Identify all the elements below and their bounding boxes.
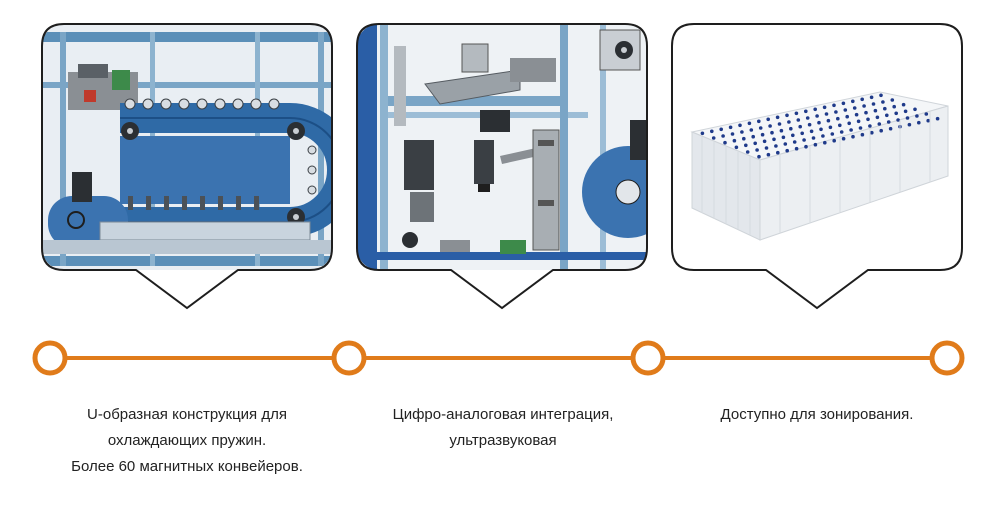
caption-2: Цифро-аналоговая интеграция, ультразвуко… bbox=[348, 402, 658, 454]
timeline-node-2 bbox=[331, 340, 367, 376]
timeline-node-4 bbox=[929, 340, 965, 376]
panel-1 bbox=[41, 23, 333, 310]
spring-dot-grid bbox=[700, 93, 940, 159]
caption-1-line-3: Более 60 магнитных конвейеров. bbox=[71, 458, 303, 475]
caption-3-line-1: Доступно для зонирования. bbox=[720, 406, 914, 423]
caption-2-line-2: ультразвуковая bbox=[449, 432, 557, 449]
speech-bubble-frame-2 bbox=[356, 23, 648, 310]
timeline-node-1 bbox=[32, 340, 68, 376]
caption-1-line-2: охлаждающих пружин. bbox=[107, 432, 267, 449]
ultrasonic-station-drawing bbox=[357, 24, 647, 270]
pocket-spring-unit bbox=[690, 91, 949, 241]
timeline-node-3 bbox=[630, 340, 666, 376]
speech-bubble-frame-1 bbox=[41, 23, 333, 310]
caption-1: U-образная конструкция для охлаждающих п… bbox=[30, 402, 344, 480]
panel-2 bbox=[356, 23, 648, 310]
panel-3 bbox=[671, 23, 963, 310]
speech-bubble-frame-3 bbox=[671, 23, 963, 310]
timeline bbox=[32, 340, 965, 376]
u-conveyor-drawing bbox=[42, 24, 332, 270]
caption-2-line-1: Цифро-аналоговая интеграция, bbox=[392, 406, 614, 423]
caption-1-line-1: U-образная конструкция для bbox=[87, 406, 287, 423]
caption-3: Доступно для зонирования. bbox=[664, 402, 970, 428]
